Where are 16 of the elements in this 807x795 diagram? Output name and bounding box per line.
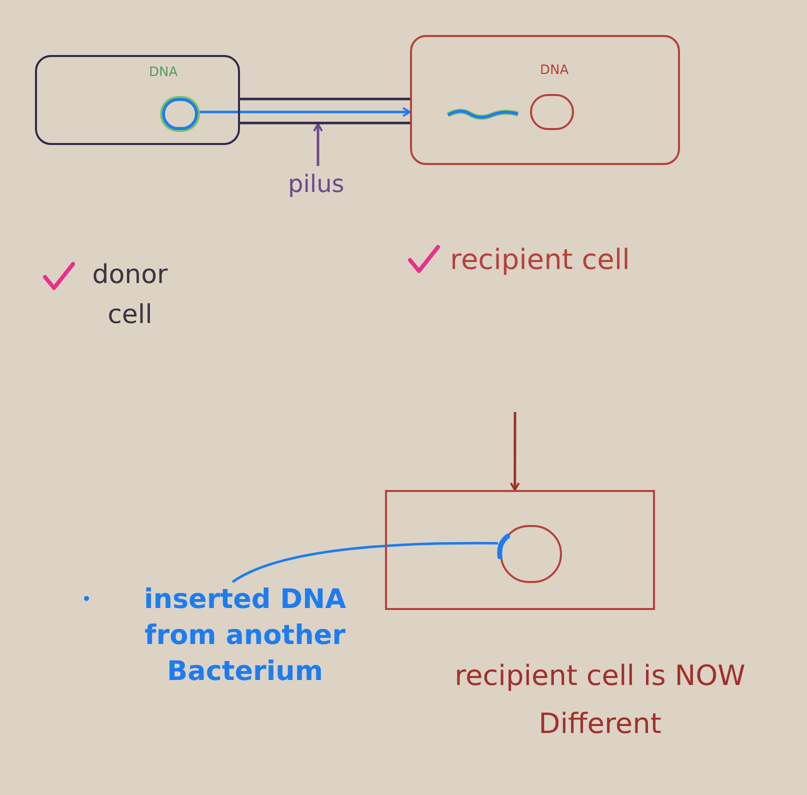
recipient-cell <box>385 490 655 610</box>
cell-caption: recipient cell <box>449 242 631 278</box>
pilus-line <box>240 98 410 100</box>
dna-label: DNA <box>149 64 178 82</box>
dna-loop <box>162 98 198 130</box>
recipient-cell <box>410 35 680 165</box>
annotation-text: inserted DNA from another Bacterium <box>142 583 348 689</box>
dna-label: DNA <box>540 62 569 80</box>
arrow <box>510 412 520 491</box>
pilus-label: pilus <box>288 169 346 200</box>
pilus-line <box>240 122 410 124</box>
leader-line <box>232 542 498 584</box>
cell-caption: recipient cell is NOW Different <box>454 658 746 742</box>
donor-cell <box>35 55 240 145</box>
cell-caption: donor cell <box>91 259 169 332</box>
arrow <box>313 123 323 166</box>
